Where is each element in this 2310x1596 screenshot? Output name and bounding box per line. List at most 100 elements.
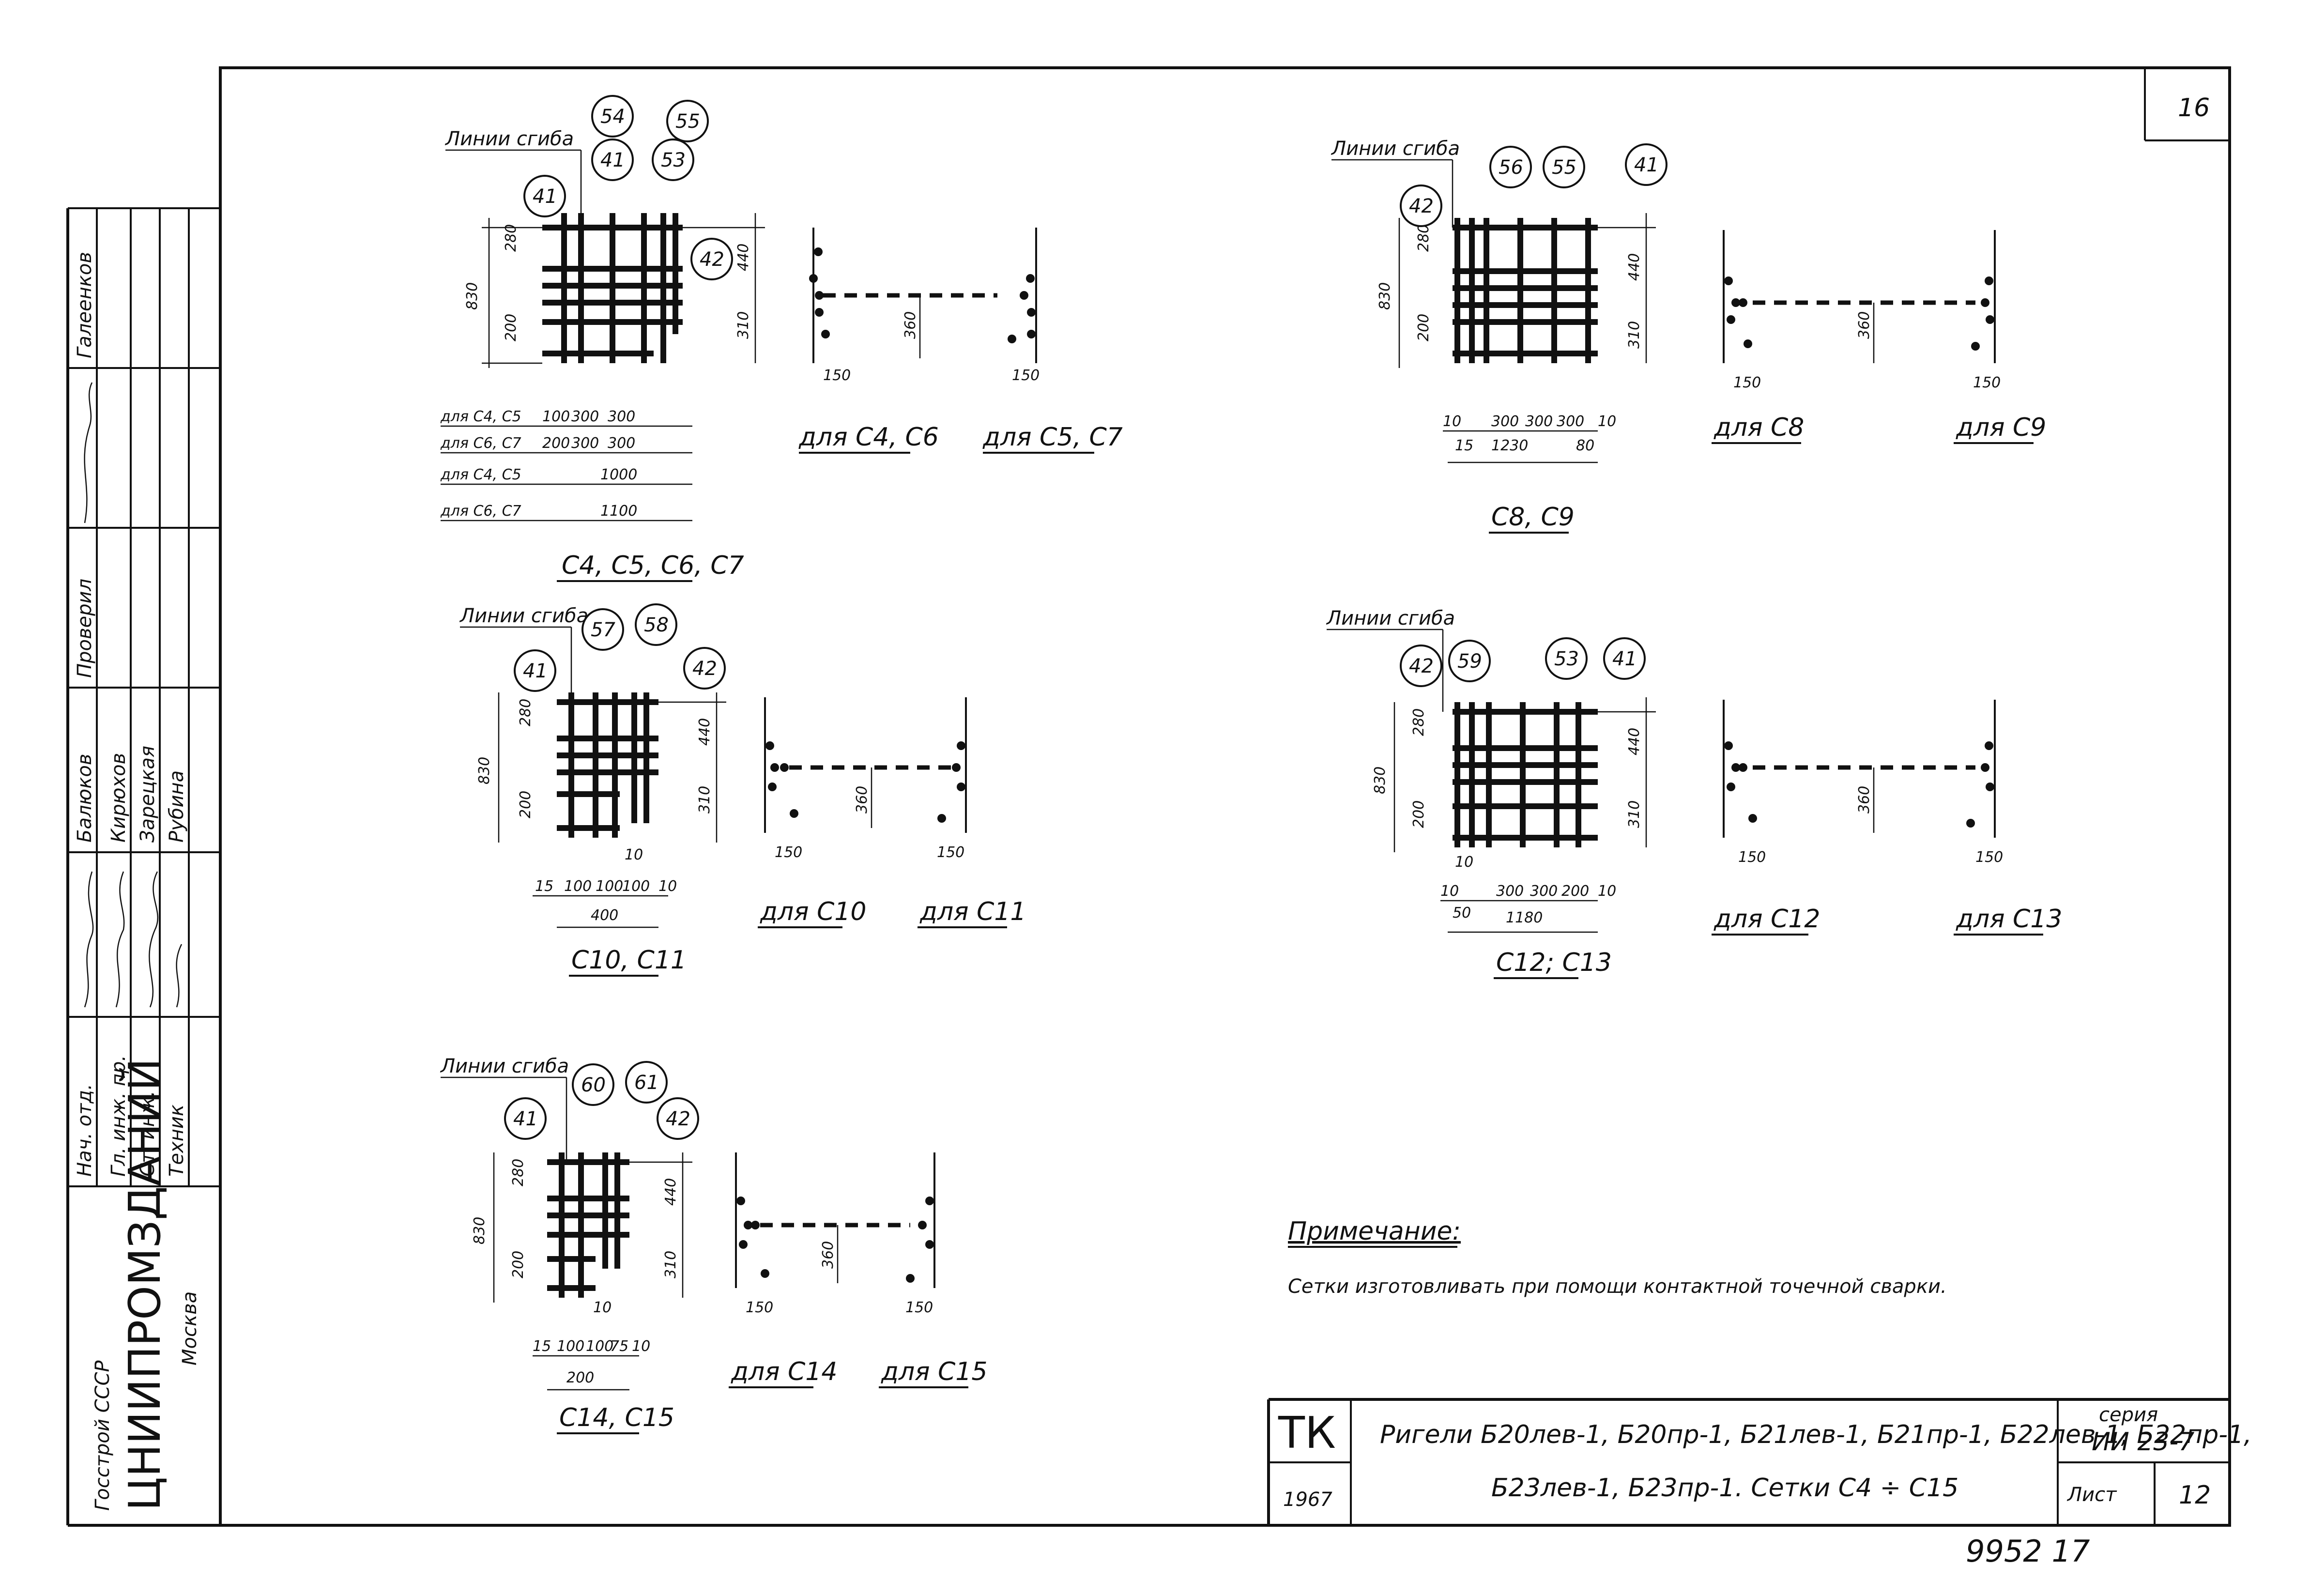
svg-text:150: 150: [823, 367, 851, 384]
svg-text:100: 100: [596, 878, 623, 895]
svg-text:42: 42: [666, 1108, 690, 1130]
mesh-c10-c11: Линии сгиба 830 280 200 440 310 41 57 58…: [459, 603, 1026, 977]
note-heading: Примечание:: [1288, 1217, 1461, 1246]
svg-text:56: 56: [1499, 156, 1523, 179]
stamp-role-3: Ст. инж.: [137, 1090, 159, 1177]
svg-text:280: 280: [503, 224, 520, 252]
svg-text:41: 41: [1634, 154, 1659, 176]
svg-text:для С6, С7: для С6, С7: [440, 503, 521, 520]
svg-text:55: 55: [675, 110, 700, 133]
mesh-c4-c7: Линии сгиба 830 280 200 440 310 54 55 41…: [440, 95, 1123, 582]
svg-text:150: 150: [905, 1299, 933, 1316]
svg-text:100: 100: [622, 878, 650, 895]
svg-text:53: 53: [661, 149, 686, 171]
svg-text:300: 300: [1491, 413, 1519, 430]
svg-text:10: 10: [658, 878, 677, 895]
drawing-frame: [219, 66, 2231, 1527]
svg-text:150: 150: [1738, 849, 1766, 866]
svg-text:41: 41: [600, 149, 625, 171]
svg-text:150: 150: [775, 844, 802, 861]
stamp-name-3: Зарецкая: [137, 746, 159, 843]
svg-text:55: 55: [1552, 156, 1576, 179]
svg-text:для С9: для С9: [1956, 413, 2046, 442]
stamp-role-2: Гл. инж. пр.: [107, 1055, 130, 1177]
svg-text:360: 360: [1856, 311, 1873, 339]
svg-text:400: 400: [591, 907, 618, 924]
stamp-name-2: Кирюхов: [107, 753, 130, 843]
svg-text:830: 830: [471, 1217, 488, 1244]
svg-text:41: 41: [523, 660, 548, 682]
svg-text:10: 10: [1455, 854, 1473, 871]
stamp-role-4: Техник: [166, 1105, 188, 1177]
caption-c8-c9: С8, С9: [1491, 503, 1575, 532]
mesh-c8-c9: Линии сгиба 830 280 200 440 310 42 56 55…: [1331, 138, 2046, 534]
svg-text:300: 300: [608, 408, 635, 425]
svg-text:150: 150: [746, 1299, 773, 1316]
svg-text:300: 300: [1525, 413, 1553, 430]
svg-text:830: 830: [476, 757, 493, 784]
svg-text:200: 200: [1561, 883, 1589, 900]
svg-text:15: 15: [1455, 437, 1473, 454]
svg-text:150: 150: [1733, 374, 1761, 391]
svg-text:10: 10: [625, 846, 643, 863]
svg-text:300: 300: [1496, 883, 1524, 900]
svg-text:150: 150: [937, 844, 964, 861]
svg-text:для С10: для С10: [760, 897, 866, 926]
stamp-city: Москва: [179, 1291, 201, 1366]
svg-text:для С8: для С8: [1713, 413, 1804, 442]
signature-2: [115, 871, 125, 1008]
stamp-role-1: Нач. отд.: [74, 1084, 96, 1177]
svg-text:300: 300: [1530, 883, 1558, 900]
svg-text:440: 440: [735, 244, 752, 271]
svg-text:360: 360: [854, 786, 871, 813]
svg-text:200: 200: [510, 1251, 527, 1278]
svg-text:Линии сгиба: Линии сгиба: [459, 605, 588, 627]
svg-text:для С12: для С12: [1713, 905, 1820, 934]
svg-text:54: 54: [600, 106, 625, 128]
svg-text:360: 360: [820, 1241, 837, 1269]
svg-text:60: 60: [581, 1074, 606, 1096]
svg-text:310: 310: [696, 786, 713, 813]
title-line2: Б23лев-1, Б23пр-1. Сетки С4 ÷ С15: [1491, 1473, 1958, 1503]
page-number: 16: [2178, 93, 2210, 123]
caption-c12-c13: С12; С13: [1496, 948, 1612, 977]
svg-text:1230: 1230: [1491, 437, 1528, 454]
title-code: ТК: [1278, 1408, 1336, 1458]
svg-text:10: 10: [1440, 883, 1459, 900]
svg-text:310: 310: [1626, 321, 1643, 349]
svg-text:53: 53: [1554, 648, 1579, 670]
svg-text:10: 10: [1598, 413, 1616, 430]
svg-text:280: 280: [1410, 708, 1427, 736]
stamp-org-line1: Госстрой СССР: [92, 1360, 114, 1511]
svg-text:10: 10: [1598, 883, 1616, 900]
title-block: ТК 1967 Ригели Б20лев-1, Б20пр-1, Б21лев…: [1267, 1398, 2252, 1525]
mesh-c14-c15: Линии сгиба 830 280 200 440 310 41 60 61…: [440, 1055, 987, 1434]
series-value: ИИ 23-7: [2092, 1427, 2194, 1457]
svg-text:100: 100: [564, 878, 592, 895]
svg-text:для С5, С7: для С5, С7: [982, 423, 1123, 452]
svg-text:830: 830: [1372, 767, 1389, 794]
svg-text:41: 41: [533, 185, 557, 208]
mesh-c12-c13: Линии сгиба 830 280 200 440 310 42 59 53…: [1326, 607, 2062, 979]
svg-text:440: 440: [1626, 253, 1643, 281]
title-line1: Ригели Б20лев-1, Б20пр-1, Б21лев-1, Б21п…: [1380, 1420, 2252, 1449]
svg-text:10: 10: [593, 1299, 612, 1316]
signature-checked: [84, 382, 93, 523]
svg-text:1100: 1100: [600, 503, 637, 520]
svg-text:42: 42: [1409, 655, 1434, 677]
svg-text:для С14: для С14: [731, 1357, 837, 1386]
svg-text:150: 150: [1012, 367, 1040, 384]
svg-text:Линии сгиба: Линии сгиба: [1326, 607, 1455, 629]
svg-text:для С13: для С13: [1956, 905, 2062, 934]
svg-text:42: 42: [1409, 195, 1434, 217]
svg-text:300: 300: [571, 435, 599, 452]
svg-text:280: 280: [1415, 224, 1432, 252]
stamp-checked-label: Проверил: [74, 579, 96, 678]
svg-text:280: 280: [510, 1159, 527, 1186]
svg-text:42: 42: [692, 658, 717, 680]
signature-3: [149, 871, 159, 1008]
svg-text:10: 10: [1443, 413, 1461, 430]
svg-text:42: 42: [700, 248, 724, 271]
svg-text:80: 80: [1576, 437, 1594, 454]
svg-text:150: 150: [1973, 374, 2001, 391]
